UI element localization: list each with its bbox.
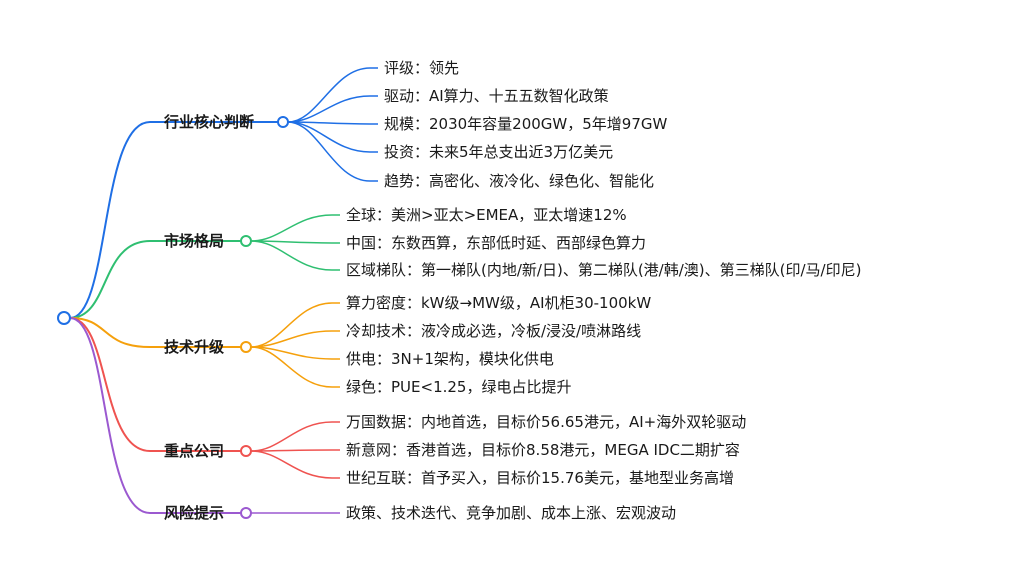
branch-label-market-landscape[interactable]: 市场格局	[164, 232, 225, 250]
branch-node-tech-upgrade[interactable]	[240, 341, 252, 353]
leaf-investment: 投资：未来5年总支出近3万亿美元	[384, 143, 614, 161]
leaf-drivers: 驱动：AI算力、十五五数智化政策	[384, 87, 609, 105]
branch-label-key-companies[interactable]: 重点公司	[164, 442, 225, 460]
leaf-link-market-landscape-1	[250, 240, 340, 244]
leaf-cooling: 冷却技术：液冷成必选，冷板/浸没/喷淋路线	[346, 322, 642, 340]
leaf-link-industry-judgment-1	[287, 95, 378, 123]
branch-node-industry-judgment[interactable]	[277, 116, 289, 128]
leaf-link-industry-judgment-0	[287, 67, 378, 123]
leaf-link-key-companies-0	[250, 421, 340, 452]
leaf-sunevision: 新意网：香港首选，目标价8.58港元，MEGA IDC二期扩容	[346, 441, 740, 459]
leaf-link-industry-judgment-4	[287, 121, 378, 182]
leaf-rating: 评级：领先	[384, 59, 460, 77]
branch-link-industry-judgment	[69, 121, 278, 319]
leaf-link-market-landscape-2	[250, 240, 340, 271]
branch-link-key-companies	[69, 317, 241, 452]
leaf-green: 绿色：PUE<1.25，绿电占比提升	[346, 378, 572, 396]
leaf-link-key-companies-1	[250, 449, 340, 452]
leaf-global: 全球：美洲>亚太>EMEA，亚太增速12%	[346, 206, 627, 224]
branch-label-tech-upgrade[interactable]: 技术升级	[164, 338, 225, 356]
root-node-circle[interactable]	[57, 311, 71, 325]
leaf-compute-density: 算力密度：kW级→MW级，AI机柜30-100kW	[346, 294, 652, 312]
branch-node-market-landscape[interactable]	[240, 235, 252, 247]
leaf-vnet: 世纪互联：首予买入，目标价15.76美元，基地型业务高增	[346, 469, 734, 487]
leaf-china: 中国：东数西算，东部低时延、西部绿色算力	[346, 234, 647, 252]
leaf-link-tech-upgrade-1	[250, 330, 340, 348]
leaf-gds: 万国数据：内地首选，目标价56.65港元，AI+海外双轮驱动	[346, 413, 747, 431]
leaf-link-market-landscape-0	[250, 214, 340, 242]
leaf-link-tech-upgrade-2	[250, 346, 340, 360]
branch-node-key-companies[interactable]	[240, 445, 252, 457]
branch-link-risks	[69, 317, 241, 514]
branch-link-tech-upgrade	[69, 317, 241, 348]
leaf-link-tech-upgrade-3	[250, 346, 340, 388]
leaf-link-key-companies-2	[250, 450, 340, 479]
leaf-risks: 政策、技术迭代、竞争加剧、成本上涨、宏观波动	[346, 504, 677, 522]
leaf-link-tech-upgrade-0	[250, 302, 340, 348]
leaf-scale: 规模：2030年容量200GW，5年增97GW	[384, 115, 668, 133]
leaf-link-industry-judgment-2	[287, 121, 378, 125]
branch-link-market-landscape	[69, 240, 241, 319]
leaf-regional-tiers: 区域梯队：第一梯队(内地/新/日)、第二梯队(港/韩/澳)、第三梯队(印/马/印…	[346, 261, 862, 279]
leaf-link-industry-judgment-3	[287, 121, 378, 153]
leaf-trends: 趋势：高密化、液冷化、绿色化、智能化	[384, 172, 655, 190]
leaf-power-supply: 供电：3N+1架构，模块化供电	[346, 350, 554, 368]
branch-node-risks[interactable]	[240, 507, 252, 519]
branch-label-industry-judgment[interactable]: 行业核心判断	[164, 113, 255, 131]
branch-label-risks[interactable]: 风险提示	[164, 504, 225, 522]
